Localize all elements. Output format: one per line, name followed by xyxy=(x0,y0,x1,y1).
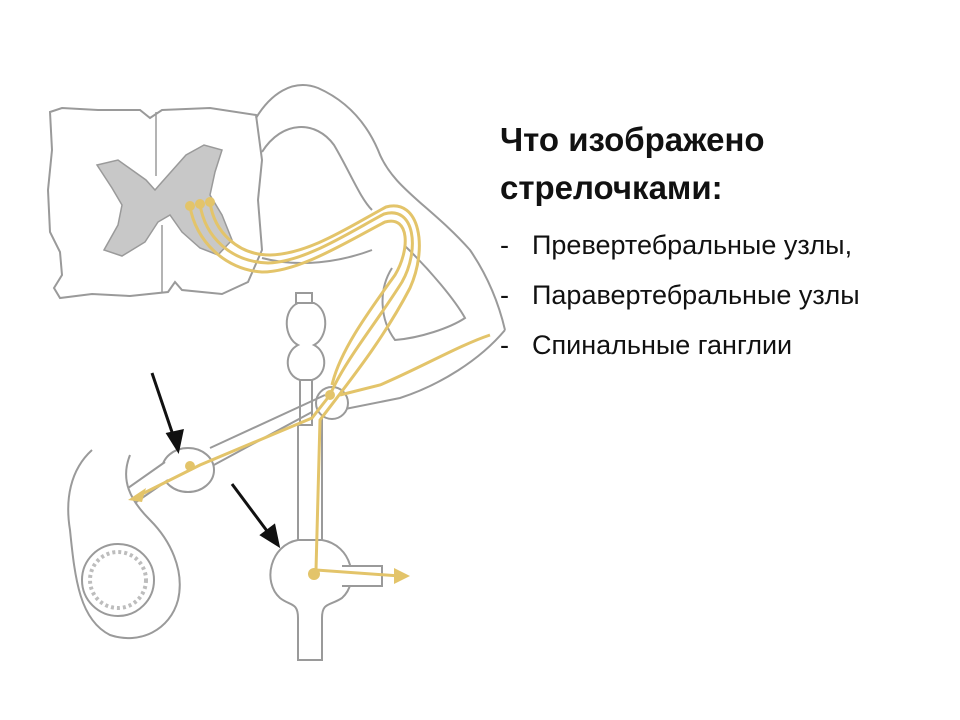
option-dash: - xyxy=(500,230,509,260)
pointer-arrow-2-head xyxy=(259,523,281,549)
neuron-soma-2 xyxy=(195,199,205,209)
chain-cut-end xyxy=(295,292,313,304)
lower-ganglion xyxy=(269,539,353,661)
fiber-3 xyxy=(208,201,421,578)
nerve-root-outlines xyxy=(255,84,506,413)
prevertebral-synapse xyxy=(185,461,195,471)
pointer-arrow-2-shaft xyxy=(230,483,272,536)
fiber-sensory xyxy=(339,333,491,397)
lower-arrowhead xyxy=(394,568,410,584)
ramus-loop-outline xyxy=(381,245,467,342)
upper-chain-ganglion xyxy=(285,302,327,381)
gut-section xyxy=(67,449,181,640)
option-text: Паравертебральные узлы xyxy=(532,280,860,310)
answer-option: - Превертебральные узлы, xyxy=(500,220,940,270)
spinal-nerve-outline xyxy=(329,329,506,413)
dorsal-root-inner-outline xyxy=(261,126,373,211)
pointer-arrow-1-head xyxy=(165,429,184,454)
lower-ganglion-branch xyxy=(342,565,383,587)
pointer-arrow-1-shaft xyxy=(150,372,176,439)
neuron-soma-1 xyxy=(185,201,195,211)
gut-arrowhead xyxy=(128,488,146,502)
nerve-fibers xyxy=(139,201,491,578)
lower-ganglion-group xyxy=(269,539,383,661)
answer-options: - Превертебральные узлы, - Паравертебрал… xyxy=(500,220,940,370)
option-dash: - xyxy=(500,280,509,310)
question-title: Что изображено стрелочками: xyxy=(500,121,765,206)
ventral-ramus-outline xyxy=(261,249,373,265)
neuron-somas xyxy=(185,197,335,580)
pointer-arrows xyxy=(150,372,281,549)
spinal-cord-section xyxy=(46,106,264,300)
visceral-branch xyxy=(126,394,326,507)
option-text: Спинальные ганглии xyxy=(532,330,793,360)
answer-option: - Спинальные ганглии xyxy=(500,320,940,370)
fiber-1 xyxy=(188,205,407,386)
dorsal-root-outline xyxy=(255,84,506,331)
option-dash: - xyxy=(500,330,509,360)
gut-mucosa xyxy=(88,550,148,610)
answer-option: - Паравертебральные узлы xyxy=(500,270,940,320)
fiber-arrowheads xyxy=(128,488,410,584)
paravertebral-synapse xyxy=(325,390,335,400)
neuron-soma-3 xyxy=(205,197,215,207)
option-text: Превертебральные узлы, xyxy=(532,230,853,260)
lower-synapse xyxy=(308,568,320,580)
fiber-2 xyxy=(139,203,414,497)
